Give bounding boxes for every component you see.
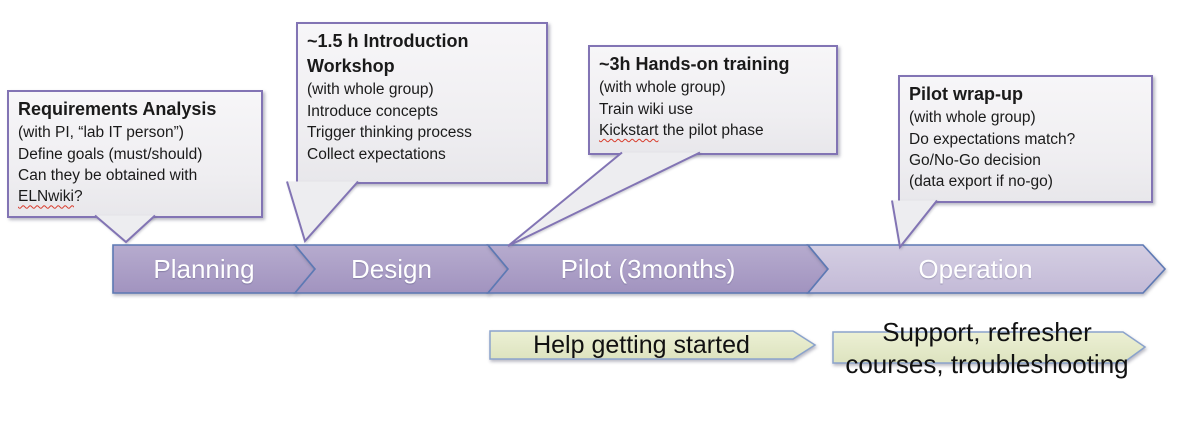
callout-requirements-analysis: Requirements Analysis (with PI, “lab IT … — [7, 90, 263, 218]
spellcheck-word: ELNwiki — [18, 188, 74, 206]
callout-title: ~1.5 h Introduction Workshop — [307, 31, 469, 77]
callout-line-rest: ? — [73, 188, 83, 206]
phase-label-planning: Planning — [153, 254, 255, 284]
banner-label-help-getting-started: Help getting started — [533, 331, 750, 359]
callout-line: Train wiki use — [599, 100, 694, 118]
phase-label-design: Design — [351, 254, 432, 284]
callout-line-rest: the pilot phase — [658, 121, 764, 139]
banner-arrow-support — [832, 331, 1147, 364]
callout-line: Collect expectations — [307, 145, 446, 163]
callout-title: Requirements Analysis — [18, 99, 217, 119]
callout-hands-on-training: ~3h Hands-on training (with whole group)… — [588, 45, 838, 155]
spellcheck-word: Kickstart — [599, 121, 659, 139]
callout-line: (with whole group) — [599, 79, 726, 97]
callout-line: (data export if no-go) — [909, 173, 1053, 191]
callout-pilot-wrap-up: Pilot wrap-up (with whole group) Do expe… — [898, 75, 1153, 203]
callout-line: Kickstart the pilot phase — [599, 120, 828, 141]
callout-line: Do expectations match? — [909, 130, 1076, 148]
callout-line: Define goals (must/should) — [18, 145, 203, 163]
callout-title: ~3h Hands-on training — [599, 54, 790, 74]
phase-arrow-operation — [806, 244, 1167, 294]
callout-title: Pilot wrap-up — [909, 84, 1023, 104]
banner-arrow-help-getting-started — [489, 330, 817, 360]
callout-introduction-workshop: ~1.5 h Introduction Workshop (with whole… — [296, 22, 548, 184]
callout-line: Introduce concepts — [307, 102, 438, 120]
callout-line: Trigger thinking process — [307, 124, 472, 142]
callout-line: (with PI, “lab IT person”) — [18, 124, 184, 142]
callout-line: ELNwiki? — [18, 186, 253, 207]
callout-line: (with whole group) — [307, 81, 434, 99]
callout-line: Go/No-Go decision — [909, 151, 1041, 169]
phase-label-operation: Operation — [918, 254, 1033, 284]
callout-line: Can they be obtained with — [18, 166, 198, 184]
banner-label-support: Support, refresher courses, troubleshoot… — [845, 317, 1129, 379]
phase-label-pilot: Pilot (3months) — [560, 254, 736, 284]
callout-line: (with whole group) — [909, 109, 1036, 127]
